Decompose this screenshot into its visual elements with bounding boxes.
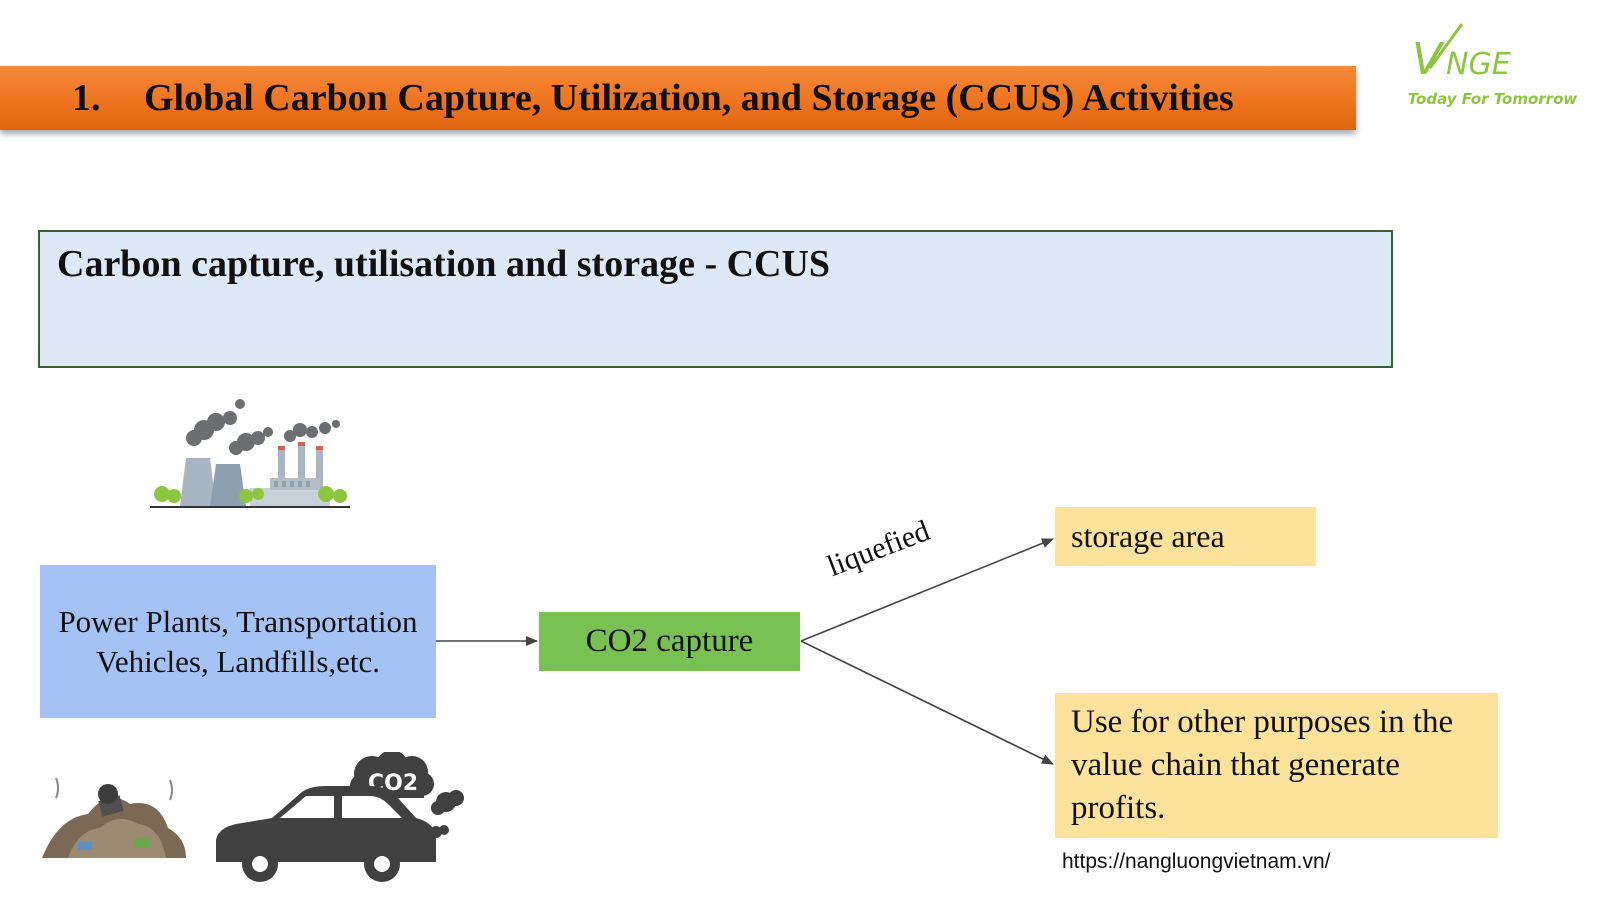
factory-smokestacks-icon [150,399,350,508]
logo-swoosh-icon [1428,23,1464,69]
use-purposes-text: Use for other purposes in the value chai… [1071,704,1454,826]
header-banner: 1. Global Carbon Capture, Utilization, a… [0,66,1356,130]
emission-sources-text: Power Plants, Transportation Vehicles, L… [58,603,418,679]
storage-area-box: storage area [1055,507,1316,566]
logo-tagline: Today For Tomorrow [1407,90,1578,108]
co2-capture-box: CO2 capture [539,612,800,671]
emission-sources-box: Power Plants, Transportation Vehicles, L… [40,565,436,718]
car-emission-icon: CO2 [216,752,464,882]
ccus-title: Carbon capture, utilisation and storage … [57,243,831,285]
ccus-title-box: Carbon capture, utilisation and storage … [38,230,1393,368]
arrow-capture-to-use [800,640,1054,765]
logo-v: V [1412,34,1445,85]
use-purposes-box: Use for other purposes in the value chai… [1055,693,1498,838]
edge-label-liquefied: liquefied [822,514,935,584]
logo-wordmark: NGE [1446,47,1511,82]
source-url[interactable]: https://nangluongvietnam.vn/ [1062,850,1331,873]
landfill-icon [42,777,186,858]
page-title: Global Carbon Capture, Utilization, and … [144,77,1234,119]
storage-area-text: storage area [1071,518,1225,554]
co2-capture-text: CO2 capture [585,623,754,659]
section-number: 1. [72,77,101,119]
vnge-logo: V NGE [1412,23,1511,85]
